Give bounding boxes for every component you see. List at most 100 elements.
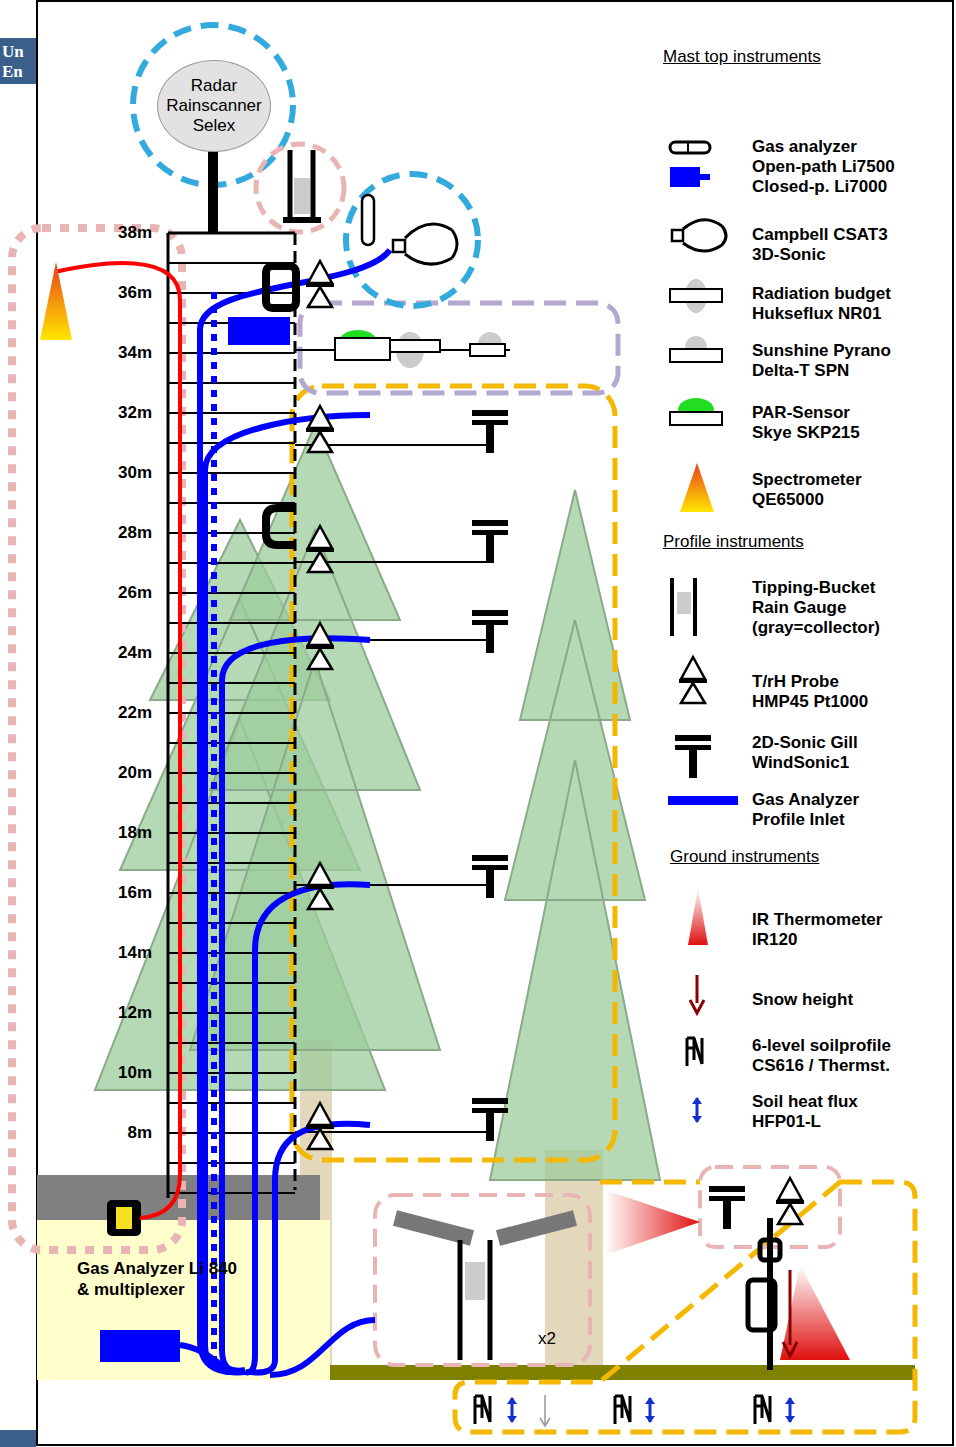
mast-instruments bbox=[362, 195, 374, 245]
legend-symbol bbox=[680, 463, 714, 512]
spectrometer-cable bbox=[40, 262, 180, 1218]
mast-rung bbox=[168, 652, 295, 654]
mast-instruments bbox=[306, 261, 334, 307]
height-label: 14m bbox=[100, 943, 152, 963]
mast-rung bbox=[168, 1072, 295, 1074]
legend-text: Gas analyzer bbox=[752, 137, 861, 157]
section-heading: Ground instruments bbox=[670, 847, 819, 867]
region-outline bbox=[12, 25, 915, 1432]
legend-symbol bbox=[672, 578, 695, 636]
legend-symbol bbox=[670, 142, 726, 1123]
height-label: 16m bbox=[100, 883, 152, 903]
region-outline bbox=[292, 386, 615, 1160]
mast-instruments bbox=[266, 508, 295, 545]
legend-text: T/rH Probe HMP45 Pt1000 bbox=[752, 672, 873, 712]
height-label: 12m bbox=[100, 1003, 152, 1023]
ground-instruments bbox=[465, 1262, 485, 1300]
profile-tubes bbox=[205, 415, 370, 1372]
mast-instruments bbox=[393, 240, 405, 252]
ground-instruments bbox=[780, 1265, 850, 1360]
legend-symbol bbox=[670, 289, 722, 302]
spectrometer-cable bbox=[55, 263, 180, 1218]
mast bbox=[167, 233, 170, 1198]
ground-station-box: Gas Analyzer Li 840 & multiplexer bbox=[37, 1220, 330, 1380]
mast bbox=[168, 263, 295, 1193]
ground bbox=[37, 1220, 330, 1380]
legend-text: Sunshine Pyrano Delta-T SPN bbox=[752, 341, 895, 381]
mast-rung bbox=[168, 982, 295, 984]
fir-tree bbox=[190, 425, 440, 1050]
ground-instruments bbox=[709, 1186, 745, 1229]
mast-instruments bbox=[470, 344, 505, 356]
height-label: 36m bbox=[100, 283, 152, 303]
legend-symbol bbox=[696, 975, 699, 1003]
mast-instruments bbox=[472, 1098, 508, 1141]
mast-rung bbox=[168, 952, 295, 954]
profile-tubes bbox=[245, 884, 370, 1372]
region-outline bbox=[346, 174, 478, 306]
legend-text: Tipping-Bucket Rain Gauge (gray=collecto… bbox=[752, 578, 885, 638]
legend-text: Snow height bbox=[752, 990, 858, 1010]
region-outline bbox=[455, 1182, 915, 1432]
mast-rung bbox=[168, 382, 295, 384]
legend-symbol bbox=[688, 888, 708, 945]
ground-instruments bbox=[475, 1396, 490, 1424]
mast-rung bbox=[168, 742, 295, 744]
mast-instruments bbox=[390, 340, 440, 352]
height-label: 28m bbox=[100, 523, 152, 543]
mast-rung bbox=[168, 712, 295, 714]
ground-instruments bbox=[507, 1397, 517, 1423]
profile-tubes bbox=[270, 1320, 375, 1375]
height-label: 32m bbox=[100, 403, 152, 423]
legend-text: Campbell CSAT3 3D-Sonic bbox=[752, 225, 892, 265]
mast-rung bbox=[168, 1042, 295, 1044]
mast-rung bbox=[168, 532, 295, 534]
mast-rung bbox=[168, 442, 295, 444]
ground-instruments bbox=[540, 1395, 550, 1426]
mast-rung bbox=[168, 292, 295, 294]
legend-text: Closed-p. Li7000 bbox=[752, 177, 892, 197]
mast-instruments bbox=[472, 520, 508, 563]
mast-instruments bbox=[266, 266, 296, 308]
legend-text: Soil heat flux HFP01-L bbox=[752, 1092, 862, 1132]
ground-instruments bbox=[605, 1190, 700, 1255]
legend-symbol bbox=[677, 592, 691, 614]
mast-rung bbox=[168, 562, 295, 564]
mast-instruments bbox=[472, 410, 508, 453]
mast-rung bbox=[168, 592, 295, 594]
node-text: Gas Analyzer Li 840 & multiplexer bbox=[77, 1258, 245, 1300]
mast bbox=[294, 233, 297, 1190]
header-fragment: En bbox=[2, 62, 23, 82]
height-label: 34m bbox=[100, 343, 152, 363]
mast-rung bbox=[168, 772, 295, 774]
legend-symbol bbox=[692, 1097, 702, 1123]
profile-tubes bbox=[228, 317, 290, 345]
legend-symbol bbox=[690, 1000, 704, 1013]
height-label: 30m bbox=[100, 463, 152, 483]
region-outline bbox=[256, 144, 344, 232]
legend-text: Spectrometer QE65000 bbox=[752, 470, 866, 510]
height-label: 20m bbox=[100, 763, 152, 783]
profile-tubes bbox=[180, 1345, 245, 1371]
height-label: 8m bbox=[100, 1123, 152, 1143]
legend-text: PAR-Sensor Skye SKP215 bbox=[752, 403, 864, 443]
mast-instruments bbox=[472, 610, 508, 653]
ground-instruments bbox=[460, 1240, 490, 1360]
mast-rung bbox=[168, 922, 295, 924]
legend-symbol bbox=[700, 174, 710, 180]
mast-instruments bbox=[405, 224, 457, 264]
mast-instruments bbox=[290, 150, 313, 222]
ground bbox=[116, 1207, 132, 1229]
legend-text: Radiation budget Hukseflux NR01 bbox=[752, 284, 895, 324]
mast-rung bbox=[168, 502, 295, 504]
mast-instruments bbox=[306, 623, 334, 669]
ground bbox=[107, 1200, 141, 1236]
ground bbox=[100, 1330, 180, 1362]
legend-symbol bbox=[683, 220, 726, 251]
legend-symbol bbox=[687, 142, 689, 153]
ground-instruments bbox=[615, 1396, 630, 1424]
legend-symbol bbox=[670, 349, 722, 362]
ground-instruments bbox=[760, 1240, 780, 1260]
